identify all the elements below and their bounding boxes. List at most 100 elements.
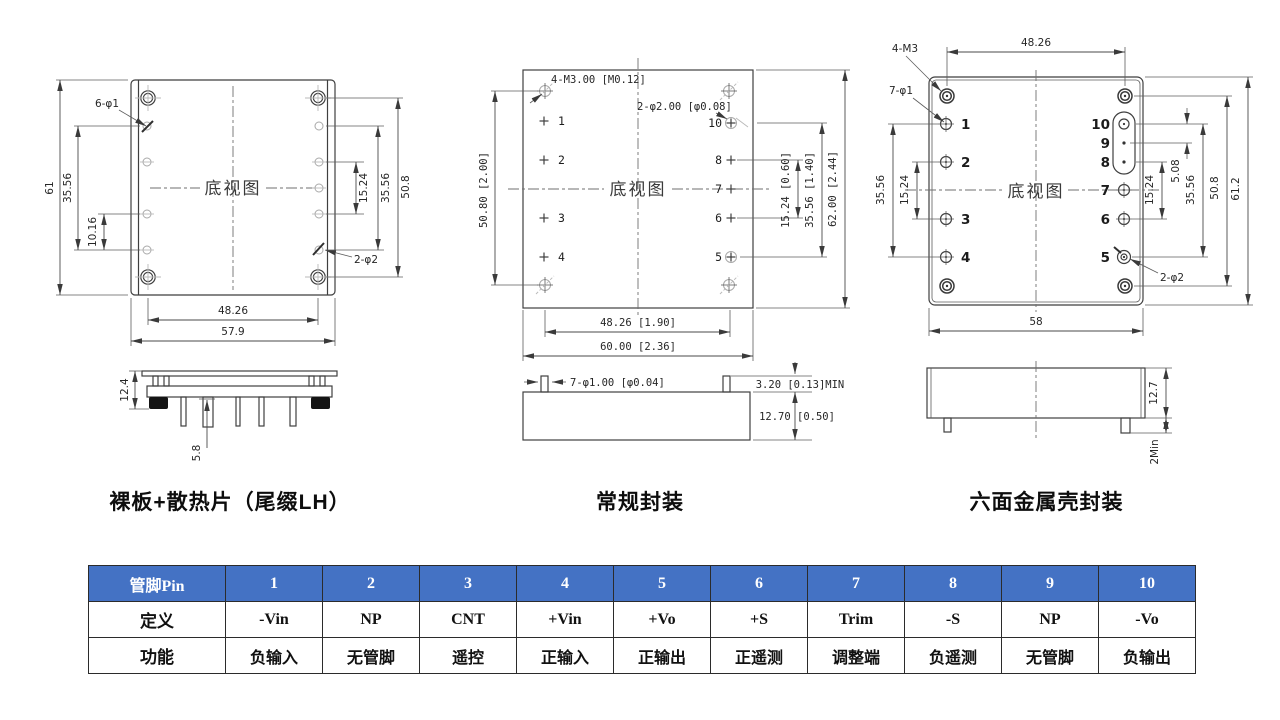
pins-right: 10 9 8 7 6 5	[1091, 111, 1136, 266]
drawing-shell-side-view: 12.7 2Min	[926, 361, 1172, 465]
header-cell: 8	[904, 565, 1002, 602]
cell-definition: NP	[1001, 601, 1099, 638]
dim-3-20-min: 3.20 [0.13]MIN	[756, 379, 845, 391]
drawings-canvas: 底视图 6-φ1 2-φ2 61 35.56 10.16 15.24 35.56…	[44, 37, 1253, 465]
mounting-holes	[939, 88, 1133, 294]
dim-2min: 2Min	[1149, 439, 1161, 464]
dim-12-7: 12.7	[1148, 381, 1160, 404]
dim-35-56-right: 35.56	[380, 173, 392, 203]
table-row-function: 功能 负输入 无管脚 遥控 正输入 正输出 正遥测 调整端 负遥测 无管脚 负输…	[88, 637, 1196, 674]
dim-12-4: 12.4	[119, 378, 131, 402]
cell-function: 负输出	[1098, 637, 1196, 674]
dim-35-56-left: 35.56	[62, 173, 74, 203]
header-cell: 9	[1001, 565, 1099, 602]
dim-50-8: 50.8	[400, 175, 412, 198]
cell-definition: CNT	[419, 601, 517, 638]
label-4-m3: 4-M3	[892, 43, 918, 55]
pin-number: 10	[1091, 117, 1110, 133]
dim-5-8: 5.8	[191, 445, 203, 462]
pin-number: 1	[558, 114, 565, 128]
cell-function: 无管脚	[322, 637, 420, 674]
dim-50-8: 50.8	[1209, 176, 1221, 199]
dim-35-56-left: 35.56	[875, 175, 887, 205]
pin-number: 4	[558, 250, 565, 264]
pins-right: 10 8 7 6 5	[708, 116, 749, 264]
dim-15-24-right: 15.24	[358, 173, 370, 203]
cell-definition: Trim	[807, 601, 905, 638]
dim-48-26: 48.26 [1.90]	[600, 317, 676, 329]
table-row-definition: 定义 -Vin NP CNT +Vin +Vo +S Trim -S NP -V…	[88, 601, 1196, 638]
header-cell: 5	[613, 565, 711, 602]
header-cell: 3	[419, 565, 517, 602]
hole-label-6phi1: 6-φ1	[95, 98, 119, 110]
dim-62-00: 62.00 [2.44]	[827, 151, 839, 227]
cell-definition: -S	[904, 601, 1002, 638]
cell-function: 调整端	[807, 637, 905, 674]
pin-number: 2	[961, 155, 970, 171]
cell-function: 遥控	[419, 637, 517, 674]
drawing-bare-board-side-view: 12.4 5.8	[119, 370, 338, 462]
header-cell: 1	[225, 565, 323, 602]
drawing-regular-bottom-view: 1 2 3 4 10 8 7 6 5 底视图 4-M3.00 [M0.12] 2…	[478, 58, 850, 361]
cell-definition: +Vin	[516, 601, 614, 638]
pin-number: 3	[558, 211, 565, 225]
view-label: 底视图	[610, 180, 667, 200]
pin-holes	[140, 121, 326, 255]
cell-function: 负遥测	[904, 637, 1002, 674]
cell-definition: -Vin	[225, 601, 323, 638]
corner-holes	[135, 85, 331, 290]
pins-left: 1 2 3 4	[539, 114, 565, 264]
dim-15-24: 15.24 [0.60]	[780, 152, 792, 228]
cell-function: 正输出	[613, 637, 711, 674]
drawing-shell-bottom-view: 1 2 3 4 10 9 8 7 6 5 底视图 4-M3 7-φ1	[875, 37, 1253, 336]
cell-function: 正输入	[516, 637, 614, 674]
hole-label-2phi2: 2-φ2	[354, 254, 378, 266]
label-7-phi1: 7-φ1.00 [φ0.04]	[570, 377, 665, 389]
pin-number: 6	[715, 211, 722, 225]
pins-left: 1 2 3 4	[938, 116, 970, 266]
dim-5-08: 5.08	[1170, 159, 1182, 182]
view-label: 底视图	[205, 179, 262, 199]
pin-number: 7	[1101, 183, 1110, 199]
header-cell: 10	[1098, 565, 1196, 602]
cell-definition: +Vo	[613, 601, 711, 638]
dim-35-56: 35.56 [1.40]	[804, 152, 816, 228]
header-cell: 4	[516, 565, 614, 602]
pin-number: 5	[715, 250, 722, 264]
cell-function: 负输入	[225, 637, 323, 674]
cell-definition: -Vo	[1098, 601, 1196, 638]
caption-shell: 六面金属壳封装	[969, 491, 1124, 514]
drawing-bare-board-bottom-view: 底视图 6-φ1 2-φ2 61 35.56 10.16 15.24 35.56…	[44, 79, 412, 346]
label-4-m3: 4-M3.00 [M0.12]	[551, 74, 646, 86]
cell-function: 正遥测	[710, 637, 808, 674]
dim-48-26: 48.26	[1021, 37, 1051, 49]
caption-bare-board: 裸板+散热片（尾缀LH）	[109, 491, 351, 514]
row-label-function: 功能	[88, 637, 226, 674]
row-label-definition: 定义	[88, 601, 226, 638]
label-2-phi2: 2-φ2	[1160, 272, 1184, 284]
dim-57-9: 57.9	[221, 326, 244, 338]
corner-marks	[529, 81, 739, 295]
pin-number: 2	[558, 153, 565, 167]
dim-61-2: 61.2	[1230, 177, 1242, 200]
pin-number: 4	[961, 250, 970, 266]
dim-61: 61	[44, 181, 56, 194]
cell-definition: NP	[322, 601, 420, 638]
pin-definition-table: 管脚Pin 1 2 3 4 5 6 7 8 9 10 定义 -Vin NP CN…	[88, 565, 1196, 674]
pin-number: 7	[715, 182, 722, 196]
dim-15-24-left: 15.24	[899, 175, 911, 205]
pin-number: 8	[715, 153, 722, 167]
view-label: 底视图	[1008, 182, 1065, 202]
cell-function: 无管脚	[1001, 637, 1099, 674]
header-cell-pin: 管脚Pin	[88, 565, 226, 602]
pin-number: 5	[1101, 250, 1110, 266]
pin-number: 1	[961, 117, 970, 133]
table-row-header: 管脚Pin 1 2 3 4 5 6 7 8 9 10	[88, 565, 1196, 602]
pin-number: 3	[961, 212, 970, 228]
pin-number: 8	[1101, 155, 1110, 171]
caption-regular: 常规封装	[596, 491, 684, 514]
dim-12-70: 12.70 [0.50]	[759, 411, 835, 423]
drawing-regular-side-view: 7-φ1.00 [φ0.04] 3.20 [0.13]MIN 12.70 [0.…	[522, 362, 845, 441]
dim-50-80: 50.80 [2.00]	[478, 152, 490, 228]
